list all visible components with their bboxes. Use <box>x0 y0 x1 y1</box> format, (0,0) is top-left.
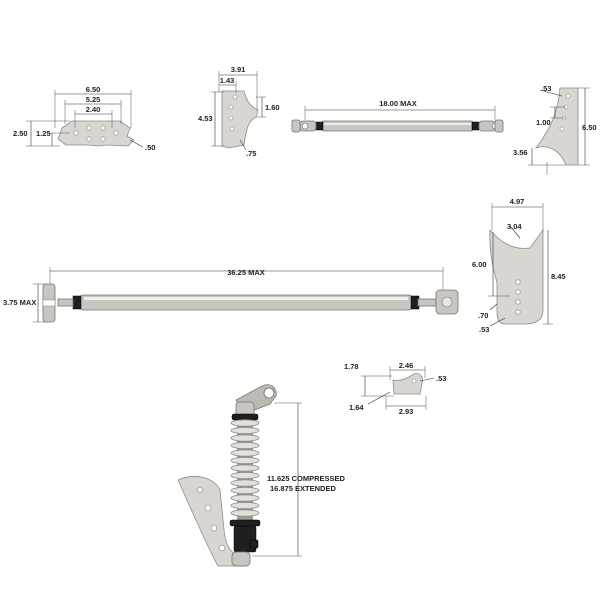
large-bracket-dim-upper: 6.00 <box>472 260 487 269</box>
plate-hole <box>100 136 106 142</box>
spring-coil <box>230 419 260 427</box>
flat-tab: 1.78 2.46 .53 1.64 2.93 <box>344 361 446 416</box>
spring-coil <box>230 441 260 450</box>
plate-hole <box>86 136 92 142</box>
spring-coil <box>230 509 260 517</box>
plate-dim-inner-span: 2.40 <box>86 105 101 114</box>
tall-bracket-dim-hole: .53 <box>541 84 551 93</box>
plate-dim-hole-dia: .50 <box>145 143 155 152</box>
plate-hole <box>73 130 79 136</box>
plate-dim-width: 6.50 <box>86 85 101 94</box>
coilover-assembly: 11.625 COMPRESSED 16.875 EXTENDED <box>177 384 346 567</box>
flat-tab-dim-height: 1.78 <box>344 362 359 371</box>
flat-tab-dim-edge: 1.64 <box>349 403 364 412</box>
short-bar-jam-nut <box>315 121 324 131</box>
bracket-hole <box>515 279 521 285</box>
flat-tab-body <box>392 373 423 395</box>
small-bracket-body <box>221 90 259 149</box>
short-bar-dim-length: 18.00 MAX <box>379 99 417 108</box>
coilover-upper-perch <box>231 413 259 421</box>
plate-hole <box>100 125 106 131</box>
bracket-hole <box>515 299 521 305</box>
large-bracket-dim-height: 8.45 <box>551 272 566 281</box>
large-bracket: 4.97 3.04 6.00 8.45 .70 .53 <box>472 197 566 334</box>
spring-coil <box>230 486 260 495</box>
tall-bracket-right: .53 1.00 6.50 3.56 <box>513 84 597 175</box>
spring-coil <box>230 479 260 487</box>
short-bar-tube <box>321 120 474 132</box>
bracket-hole <box>228 104 234 110</box>
plate-bracket: 6.50 5.25 2.40 2.50 1.25 .50 <box>13 85 155 152</box>
large-bracket-dim-radius: 3.04 <box>507 222 522 231</box>
small-bracket-dim-height: 4.53 <box>198 114 213 123</box>
coilover-lower-perch <box>229 519 261 527</box>
tab-hole <box>411 378 417 384</box>
coilover-adjuster-knob <box>249 539 259 549</box>
large-bracket-body <box>489 228 544 325</box>
large-bracket-dim-width: 4.97 <box>510 197 525 206</box>
long-bar-thread <box>417 298 437 307</box>
spring-coil <box>230 501 260 510</box>
tall-bracket-dim-hole-spacing: 1.00 <box>536 118 551 127</box>
bracket-hole <box>559 126 565 132</box>
plate-hole <box>86 125 92 131</box>
flat-tab-dim-bottom: 2.93 <box>399 407 414 416</box>
small-bracket-dim-hole: .75 <box>246 149 256 158</box>
tall-bracket-dim-lower: 3.56 <box>513 148 528 157</box>
coilover-spring <box>230 419 260 520</box>
bracket-hole <box>228 115 234 121</box>
tall-bracket-dim-height: 6.50 <box>582 123 597 132</box>
spring-coil <box>230 494 260 502</box>
plate-dim-half-height: 1.25 <box>36 129 51 138</box>
short-bar-jam-nut <box>471 121 480 131</box>
small-bracket-dim-side: 1.60 <box>265 103 280 112</box>
spring-coil <box>230 464 260 472</box>
long-bar: 36.25 MAX 3.75 MAX <box>3 267 459 323</box>
plate-hole <box>113 130 119 136</box>
coilover-dim-extended: 16.875 EXTENDED <box>270 484 336 493</box>
bracket-hole <box>229 126 235 132</box>
coilover-dim-compressed: 11.625 COMPRESSED <box>267 474 346 483</box>
large-bracket-dim-hole: .53 <box>479 325 489 334</box>
long-bar-dim-width: 3.75 MAX <box>3 298 36 307</box>
bracket-hole <box>565 93 571 99</box>
small-bracket-dim-width: 3.91 <box>231 65 246 74</box>
long-bar-dim-length: 36.25 MAX <box>227 268 265 277</box>
spring-coil <box>230 471 260 480</box>
bracket-hole <box>515 309 521 315</box>
spring-coil <box>230 434 260 442</box>
bracket-hole <box>515 289 521 295</box>
long-bar-jam-nut <box>72 295 82 310</box>
long-bar-thread <box>57 298 74 307</box>
short-bar: 18.00 MAX <box>291 99 504 133</box>
small-bracket-dim-offset: 1.43 <box>220 76 235 85</box>
flat-tab-dim-top: 2.46 <box>399 361 414 370</box>
bracket-hole <box>232 94 238 100</box>
plate-dim-height: 2.50 <box>13 129 28 138</box>
spring-coil <box>230 449 260 457</box>
flat-tab-dim-hole: .53 <box>436 374 446 383</box>
coilover-bottom-eye <box>231 551 251 567</box>
plate-dim-hole-span: 5.25 <box>86 95 101 104</box>
small-bracket: 3.91 1.43 4.53 1.60 .75 <box>198 65 280 158</box>
large-bracket-dim-edge: .70 <box>478 311 488 320</box>
spring-coil <box>230 456 260 465</box>
plate-bracket-body <box>57 120 135 147</box>
spring-coil <box>230 426 260 435</box>
